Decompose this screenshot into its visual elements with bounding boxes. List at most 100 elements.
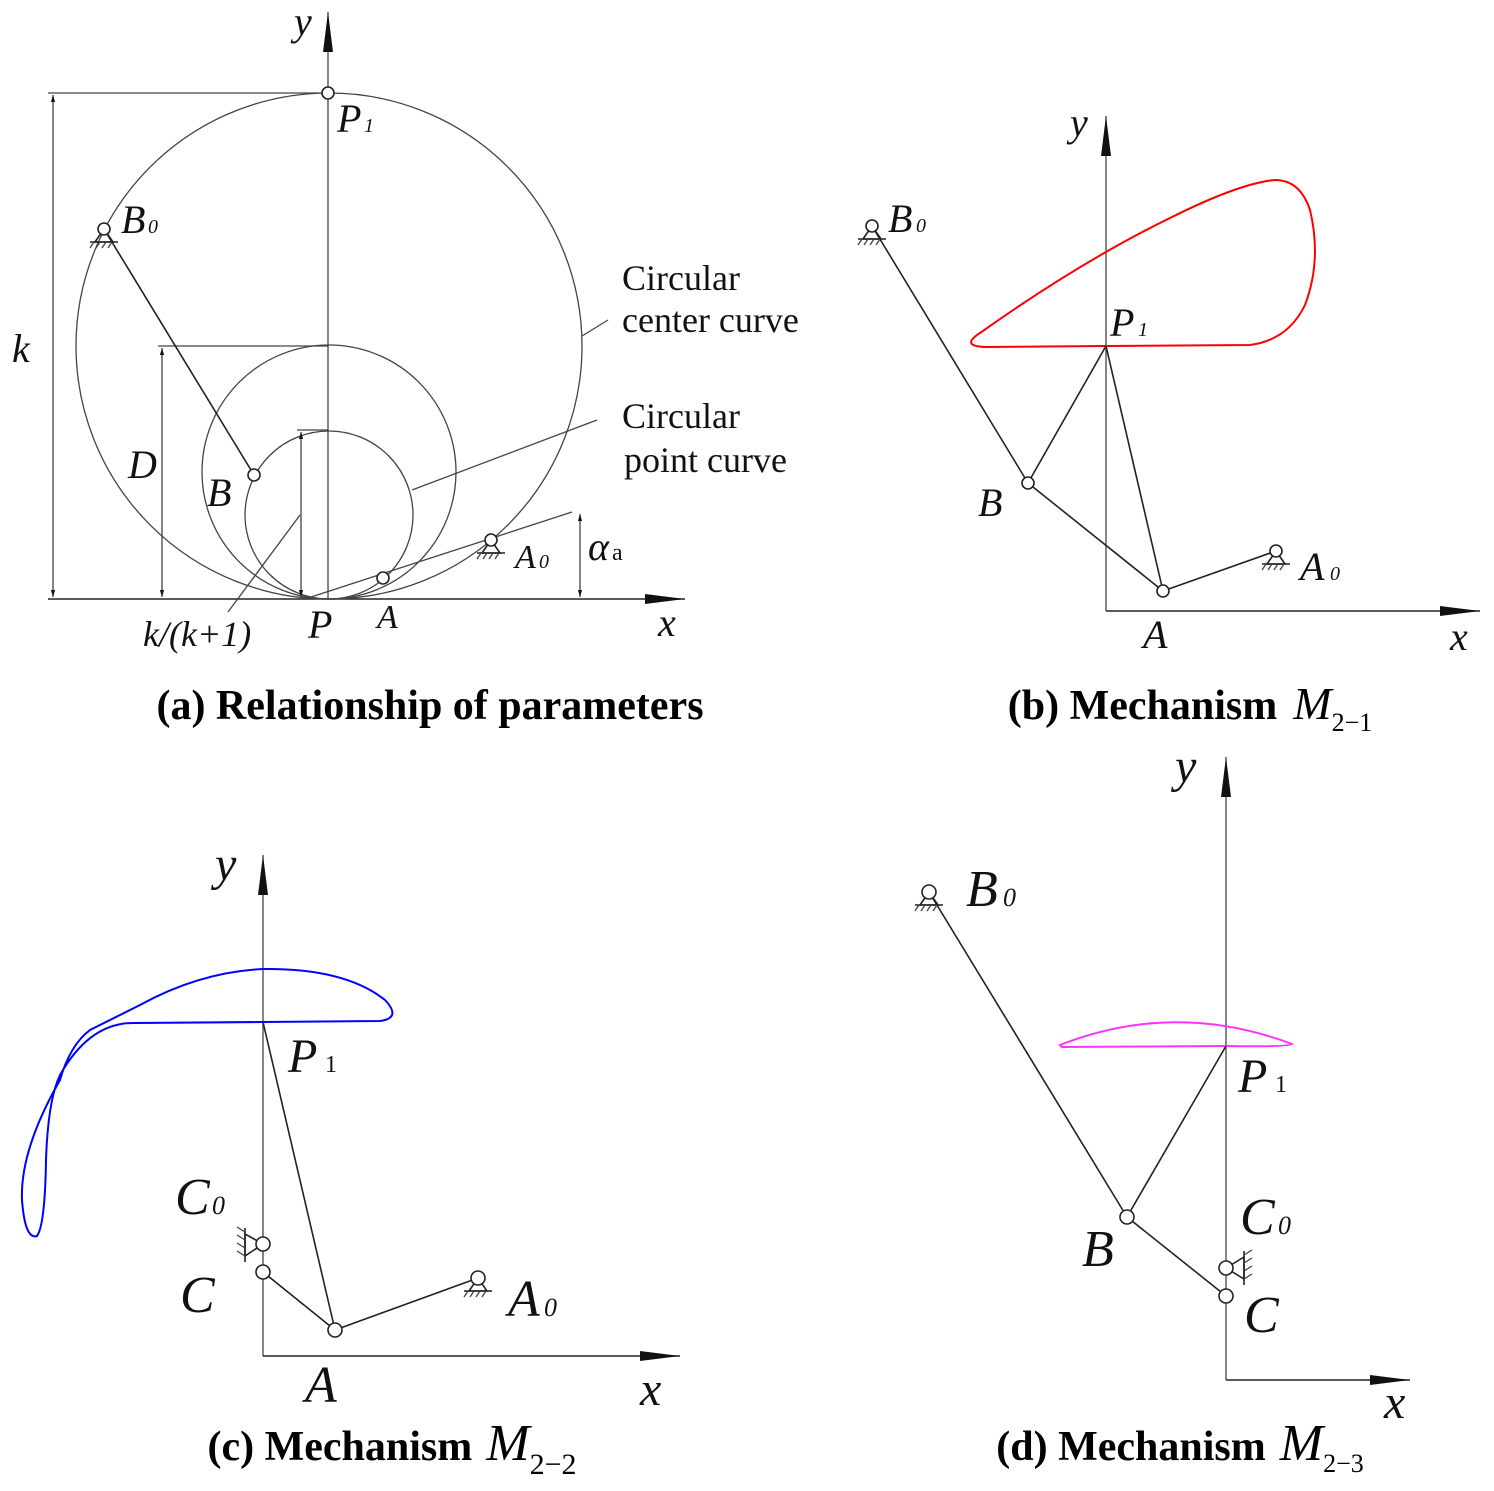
y-axis-label: y <box>290 0 312 44</box>
link-b0-b <box>103 228 255 476</box>
link-b-a <box>1027 482 1164 592</box>
point-curve-label-1: Circular <box>622 396 740 436</box>
label-d: D <box>127 442 157 487</box>
label-c: C <box>1244 1287 1280 1344</box>
coupler-curve-magenta <box>1058 1021 1294 1049</box>
link-b0-b <box>871 225 1029 484</box>
caption-b-m: M <box>1292 678 1334 729</box>
joint-a0 <box>484 533 498 547</box>
label-b0-sub: 0 <box>916 215 926 237</box>
joint-b0 <box>921 884 937 900</box>
joint-b <box>1021 476 1035 490</box>
label-a: A <box>1140 612 1168 657</box>
label-c0-sub: 0 <box>212 1191 225 1220</box>
caption-b-text: (b) Mechanism <box>1008 683 1277 729</box>
label-a0: A <box>1297 544 1325 589</box>
label-c0: C <box>175 1169 211 1226</box>
label-b: B <box>1082 1221 1114 1278</box>
label-p1-sub: 1 <box>364 115 374 137</box>
link-a-a0 <box>1162 550 1277 592</box>
label-p1-sub: 1 <box>1275 1072 1287 1098</box>
joint-b0 <box>97 222 111 236</box>
label-a0-sub: 0 <box>539 551 549 573</box>
label-a0-sub: 0 <box>544 1293 557 1322</box>
label-p1: P <box>336 96 361 141</box>
label-p: P <box>307 602 332 647</box>
caption-c-sub: 2−2 <box>530 1448 577 1481</box>
label-alpha: α <box>588 524 610 569</box>
caption-d-m: M <box>1279 1415 1326 1472</box>
link-a-a0 <box>334 1277 479 1331</box>
label-a0: A <box>505 1271 540 1328</box>
joint-b <box>247 468 261 482</box>
label-a: A <box>302 1357 337 1414</box>
label-a: A <box>375 599 398 636</box>
link-b-p1 <box>1027 345 1107 484</box>
coupler-curve-blue <box>20 967 394 1238</box>
label-c0-sub: 0 <box>1278 1211 1291 1240</box>
joint-a0 <box>470 1270 486 1286</box>
label-p1-sub: 1 <box>325 1052 337 1078</box>
label-k: k <box>12 326 31 371</box>
y-axis-label: y <box>210 838 237 891</box>
panel-a: y x P 1 B 0 B P A A 0 k D k/(k+1) α a Ci… <box>12 0 799 729</box>
point-curve-leader-line <box>411 419 598 491</box>
link-b0-b <box>928 891 1128 1218</box>
joint-a <box>376 571 390 585</box>
caption-b-sub: 2−1 <box>1332 708 1373 737</box>
label-alpha-sub: a <box>612 540 623 566</box>
y-axis-label: y <box>1066 100 1088 145</box>
caption-d-sub: 2−3 <box>1323 1449 1364 1478</box>
joint-c <box>255 1264 271 1280</box>
joint-b <box>1119 1209 1135 1225</box>
link-c-a <box>262 1271 336 1331</box>
label-b: B <box>207 470 231 515</box>
label-p1: P <box>287 1030 317 1083</box>
center-curve-label-2: center curve <box>622 300 799 340</box>
joint-p1 <box>321 86 335 100</box>
label-ratio: k/(k+1) <box>143 614 251 654</box>
label-c: C <box>180 1267 216 1324</box>
x-axis-label: x <box>657 600 676 645</box>
link-p-a0 <box>304 511 573 600</box>
circular-point-curve <box>244 430 414 600</box>
slider-c0 <box>236 1226 271 1262</box>
label-p1: P <box>1237 1050 1267 1103</box>
joint-a0 <box>1269 544 1283 558</box>
label-a0-sub: 0 <box>1330 563 1340 585</box>
circular-center-curve <box>75 92 583 600</box>
x-axis-label: x <box>1383 1376 1405 1429</box>
label-b0-sub: 0 <box>148 216 158 238</box>
y-axis-label: y <box>1170 740 1197 793</box>
label-p1: P <box>1109 300 1134 345</box>
joint-a <box>327 1322 343 1338</box>
ratio-leader-line <box>227 514 301 613</box>
x-axis-label: x <box>1449 614 1468 659</box>
label-p1-sub: 1 <box>1138 319 1148 341</box>
joint-b0 <box>865 219 879 233</box>
caption-c-m: M <box>485 1415 532 1472</box>
link-p1-a <box>1105 345 1164 592</box>
slider-c0 <box>1218 1249 1253 1285</box>
point-curve-label-2: point curve <box>624 440 787 480</box>
link-p1-a <box>262 1021 336 1331</box>
label-b0: B <box>888 196 912 241</box>
joint-a <box>1156 584 1170 598</box>
link-b-c <box>1126 1216 1227 1297</box>
label-b0: B <box>966 861 998 918</box>
joint-c <box>1218 1288 1234 1304</box>
caption-a: (a) Relationship of parameters <box>156 683 703 729</box>
label-b0-sub: 0 <box>1003 883 1016 912</box>
center-curve-label-1: Circular <box>622 258 740 298</box>
link-b-p1 <box>1126 1045 1227 1218</box>
x-axis-label: x <box>639 1363 661 1416</box>
center-curve-leader-line <box>581 319 609 337</box>
caption-b: (b) Mechanism M2−1 <box>1008 678 1372 737</box>
coupler-curve-red <box>970 178 1316 349</box>
